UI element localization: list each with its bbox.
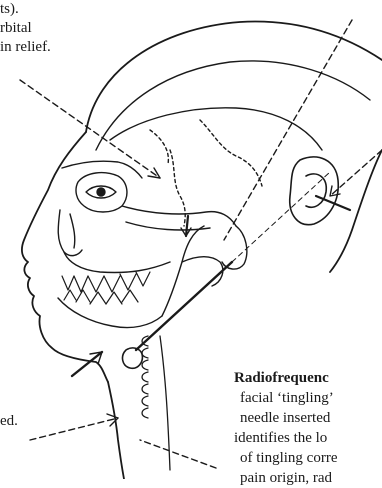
callout-line: facial ‘tingling’ (234, 388, 337, 408)
callout-line: needle inserted (234, 408, 337, 428)
radiofrequency-callout: Radiofrequenc facial ‘tingling’ needle i… (234, 368, 337, 488)
radiofrequency-needle (123, 172, 330, 368)
callout-line: identifies the lo (234, 428, 337, 448)
skull-drawing (58, 61, 370, 328)
top-left-caption: ts). rbital in relief. (0, 0, 51, 57)
bottom-left-caption: ed. (0, 412, 18, 431)
caption-line: in relief. (0, 38, 51, 57)
caption-line: rbital (0, 19, 51, 38)
teeth (62, 272, 150, 304)
caption-line: ed. (0, 412, 18, 431)
callout-title: Radiofrequenc (234, 368, 337, 388)
callout-line: pain origin, rad (234, 468, 337, 488)
callout-line: of tingling corre (234, 448, 337, 468)
caption-line: ts). (0, 0, 51, 19)
